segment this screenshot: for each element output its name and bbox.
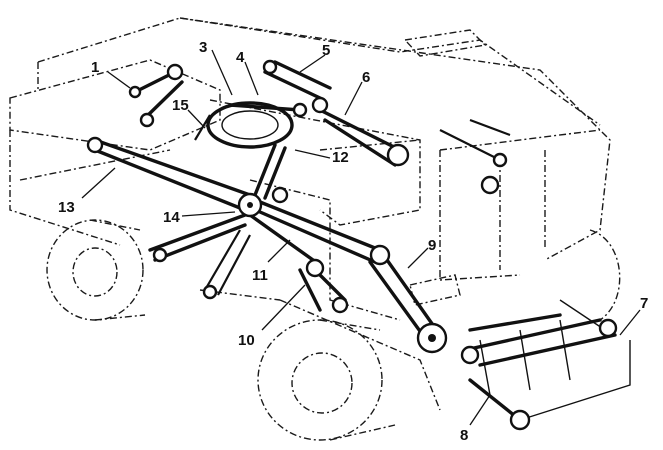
pulley <box>262 59 278 75</box>
label-part-14: 14 <box>163 209 180 226</box>
belt-7 <box>463 318 602 352</box>
leader-lines <box>81 49 641 426</box>
belt-8 <box>468 378 522 422</box>
belt-central <box>253 198 382 252</box>
pulley <box>202 284 218 300</box>
label-part-6: 6 <box>362 69 370 86</box>
belt-12 <box>253 143 277 197</box>
belt-14 <box>148 213 247 252</box>
belt-11 <box>248 213 322 267</box>
belt-4 <box>228 103 302 112</box>
machine-outline <box>9 17 611 411</box>
belt-9 <box>378 248 442 337</box>
pulley <box>152 247 168 263</box>
pulley <box>86 136 104 154</box>
pulley <box>311 96 329 114</box>
pulley <box>331 296 349 314</box>
belt-6 <box>318 108 402 152</box>
pulley <box>598 318 618 338</box>
label-part-3: 3 <box>199 39 207 56</box>
label-part-10: 10 <box>238 332 255 349</box>
label-part-15: 15 <box>172 97 189 114</box>
belt-5 <box>263 70 322 100</box>
label-part-9: 9 <box>428 237 436 254</box>
belt-3 <box>206 101 294 149</box>
pulley <box>271 186 289 204</box>
right-wheel <box>589 229 621 321</box>
front-left-wheel <box>46 219 146 321</box>
pulley <box>139 112 155 128</box>
label-part-4: 4 <box>236 49 245 66</box>
label-part-8: 8 <box>460 427 468 444</box>
label-part-13: 13 <box>58 199 75 216</box>
belt-1b <box>143 80 184 120</box>
pulley <box>386 143 410 167</box>
pulley <box>509 409 531 431</box>
pulley <box>128 85 142 99</box>
pulley <box>166 63 184 81</box>
pulley <box>492 152 508 168</box>
label-part-1: 1 <box>91 59 99 76</box>
label-part-12: 12 <box>332 149 349 166</box>
pulley <box>369 244 391 266</box>
pulleys <box>86 59 618 431</box>
pulley <box>305 258 325 278</box>
belt-13-lower <box>93 148 247 212</box>
belt-13-upper <box>93 138 252 197</box>
label-part-7: 7 <box>640 295 648 312</box>
pulley <box>460 345 480 365</box>
rear-wheel <box>257 319 396 441</box>
label-part-5: 5 <box>322 42 330 59</box>
label-part-11: 11 <box>252 267 268 284</box>
pulley <box>292 102 308 118</box>
belt-drives <box>93 60 631 422</box>
part-labels: 1 3 4 5 6 15 12 13 14 11 9 10 7 8 <box>58 39 648 444</box>
pulley <box>480 175 500 195</box>
